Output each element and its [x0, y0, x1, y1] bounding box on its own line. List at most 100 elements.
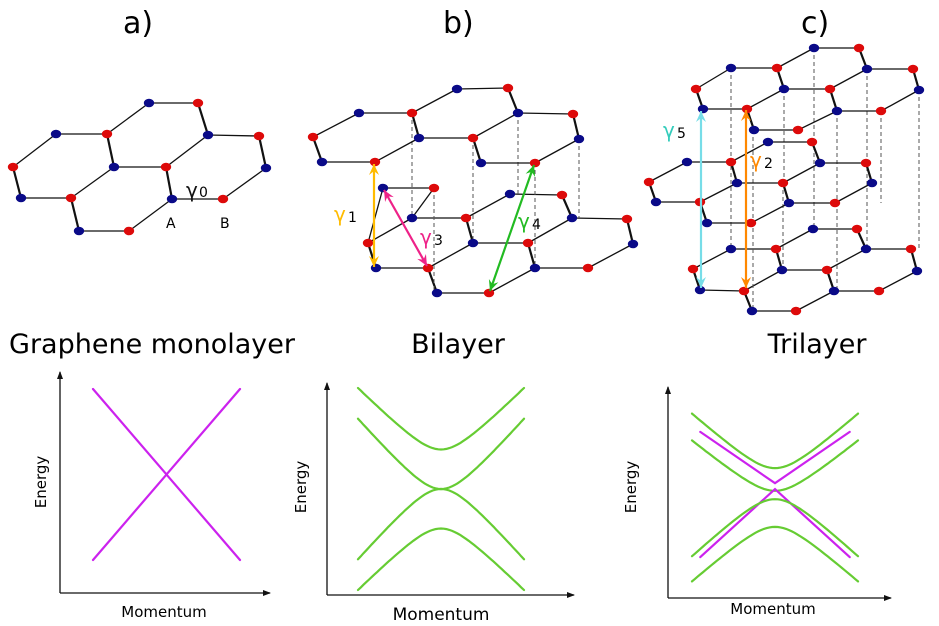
atom-a-sublattice — [627, 239, 639, 249]
band-low-energy-conduction — [356, 417, 526, 491]
gamma0-label: γ 0 — [186, 178, 208, 202]
atom-a-sublattice — [861, 64, 873, 74]
cc-bond — [782, 162, 821, 184]
atom-b-sublattice — [829, 198, 841, 208]
cc-bond — [829, 68, 868, 90]
atom-a-sublattice — [431, 288, 443, 298]
gamma2-arrow — [741, 110, 751, 288]
cc-bond — [426, 267, 439, 294]
atom-b-sublattice — [771, 63, 783, 73]
cc-bond — [692, 248, 732, 270]
atom-b-sublattice — [824, 84, 836, 94]
atom-a-sublattice — [143, 98, 155, 108]
atom-a-sublattice — [50, 129, 62, 139]
cc-bond — [374, 137, 420, 163]
cc-bond — [456, 87, 509, 90]
energy-axis-label: Energy — [292, 461, 310, 514]
atom-b-sublattice — [406, 108, 418, 118]
atom-a-sublattice — [701, 218, 713, 228]
atom-b-sublattice — [160, 162, 172, 172]
band-valence-dirac — [91, 472, 242, 562]
cc-bond — [743, 269, 783, 292]
atom-a-sublattice — [73, 226, 85, 236]
atom-a-sublattice — [529, 263, 541, 273]
atom-b-sublattice — [851, 224, 863, 234]
atom-b-sublattice — [643, 177, 655, 187]
bilayer-band-chart: Energy Momentum — [292, 382, 575, 625]
atom-a-sublattice — [828, 286, 840, 296]
band-low-energy-conduction — [690, 439, 860, 492]
atom-a-sublattice — [694, 285, 706, 295]
atom-b-sublattice — [123, 226, 135, 236]
atom-b-sublattice — [741, 104, 753, 114]
bilayer-lattice — [307, 83, 639, 298]
cc-bond — [465, 193, 511, 219]
gamma5-arrow — [696, 111, 706, 288]
momentum-axis-label: Momentum — [393, 605, 490, 625]
energy-axis-label: Energy — [622, 461, 640, 514]
gamma5-symbol: γ — [663, 118, 675, 142]
atom-b-sublattice — [621, 214, 633, 224]
cc-bond — [367, 187, 384, 244]
panel-b-letter: b) — [443, 6, 474, 41]
monolayer-title: Graphene monolayer — [9, 329, 296, 360]
atom-a-sublattice — [697, 104, 709, 114]
atom-b-sublattice — [192, 98, 204, 108]
atom-b-sublattice — [556, 190, 568, 200]
atom-b-sublattice — [369, 157, 381, 167]
cc-bond — [834, 182, 873, 204]
atom-b-sublattice — [567, 109, 579, 119]
atom-b-sublattice — [307, 132, 319, 142]
gamma1-label: γ 1 — [334, 202, 357, 226]
atom-b-sublattice — [101, 129, 113, 139]
cc-bond — [750, 202, 790, 224]
cc-bond — [509, 193, 563, 196]
gamma3-subscript: 3 — [434, 233, 443, 249]
cc-bond — [411, 88, 458, 114]
cc-bond — [587, 243, 634, 269]
gamma4-subscript: 4 — [532, 217, 541, 233]
atom-a-sublattice — [467, 238, 479, 248]
atom-b-sublattice — [875, 106, 887, 116]
cc-bond — [648, 161, 688, 183]
cc-bond — [411, 187, 435, 219]
gamma4-symbol: γ — [518, 209, 530, 233]
atom-a-sublattice — [807, 224, 819, 234]
atom-b-sublattice — [467, 133, 479, 143]
cc-bond — [878, 270, 918, 292]
atom-a-sublattice — [866, 178, 878, 188]
gamma3-label: γ 3 — [420, 225, 443, 249]
atom-a-sublattice — [566, 213, 578, 223]
atom-b-sublattice — [770, 244, 782, 254]
atom-b-sublattice — [253, 131, 265, 141]
atom-b-sublattice — [777, 178, 789, 188]
atom-a-sublattice — [413, 133, 425, 143]
band-upper-split-band — [356, 386, 526, 451]
momentum-axis-label: Momentum — [730, 600, 815, 618]
atom-b-sublattice — [853, 43, 865, 53]
cc-bond — [257, 135, 268, 169]
cc-bond — [164, 166, 174, 200]
atom-b-sublattice — [428, 183, 440, 193]
site-label-a: A — [166, 216, 176, 232]
bilayer-title: Bilayer — [411, 329, 506, 360]
atom-a-sublattice — [748, 125, 760, 135]
atom-b-sublattice — [687, 264, 699, 274]
atom-b-sublattice — [690, 84, 702, 94]
atom-a-sublattice — [783, 198, 795, 208]
atom-a-sublattice — [202, 130, 214, 140]
gamma2-symbol: γ — [750, 148, 762, 172]
atom-b-sublattice — [582, 263, 594, 273]
atom-a-sublattice — [475, 158, 487, 168]
atom-b-sublattice — [873, 286, 885, 296]
atom-a-sublattice — [808, 43, 820, 53]
cc-bond — [775, 228, 814, 250]
atom-a-sublattice — [370, 263, 382, 273]
band-conduction-dirac — [91, 387, 242, 477]
cc-bond — [534, 138, 580, 164]
gamma4-label: γ 4 — [518, 209, 541, 233]
gamma2-label: γ 2 — [750, 148, 773, 172]
cc-bond — [797, 110, 838, 131]
atom-b-sublattice — [792, 125, 804, 135]
gamma0-symbol: γ — [186, 178, 198, 202]
